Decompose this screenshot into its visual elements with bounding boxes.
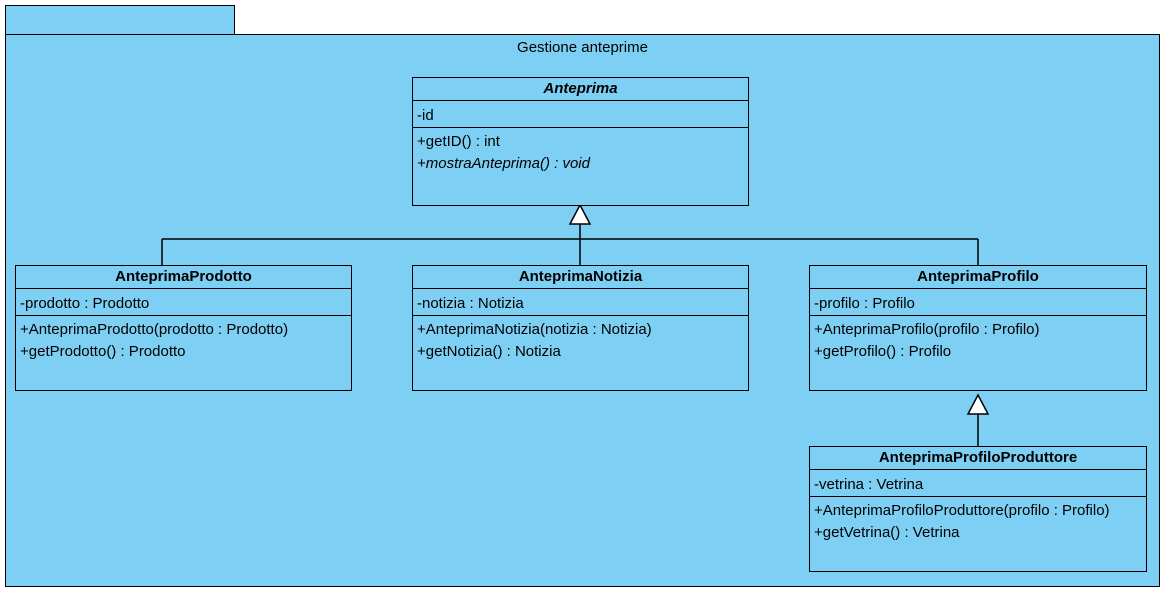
operation: +getProfilo() : Profilo xyxy=(814,343,952,360)
operation: +AnteprimaProfilo(profilo : Profilo) xyxy=(814,321,1040,338)
class-operations: +AnteprimaNotizia(notizia : Notizia) +ge… xyxy=(413,316,748,363)
class-name: AnteprimaProfilo xyxy=(810,266,1146,289)
class-anteprima-notizia[interactable]: AnteprimaNotizia -notizia : Notizia +Ant… xyxy=(412,265,749,391)
class-anteprima-prodotto[interactable]: AnteprimaProdotto -prodotto : Prodotto +… xyxy=(15,265,352,391)
class-name: AnteprimaProdotto xyxy=(16,266,351,289)
attribute: -notizia : Notizia xyxy=(417,295,524,312)
package-name: Gestione anteprime xyxy=(517,39,648,56)
inheritance-arrow-anteprima xyxy=(568,203,592,225)
attribute: -id xyxy=(417,107,434,124)
class-attributes: -profilo : Profilo xyxy=(810,289,1146,316)
class-anteprima-profilo[interactable]: AnteprimaProfilo -profilo : Profilo +Ant… xyxy=(809,265,1147,391)
class-attributes: -notizia : Notizia xyxy=(413,289,748,316)
class-anteprima-profilo-produttore[interactable]: AnteprimaProfiloProduttore -vetrina : Ve… xyxy=(809,446,1147,572)
operation: +AnteprimaProdotto(prodotto : Prodotto) xyxy=(20,321,289,338)
class-name: AnteprimaProfiloProduttore xyxy=(810,447,1146,470)
attribute: -prodotto : Prodotto xyxy=(20,295,150,312)
inheritance-arrow-profilo xyxy=(966,393,990,415)
operation: +AnteprimaProfiloProduttore(profilo : Pr… xyxy=(814,502,1110,519)
class-operations: +AnteprimaProfiloProduttore(profilo : Pr… xyxy=(810,497,1146,544)
class-operations: +AnteprimaProdotto(prodotto : Prodotto) … xyxy=(16,316,351,363)
operation: +getVetrina() : Vetrina xyxy=(814,524,960,541)
class-name: AnteprimaNotizia xyxy=(413,266,748,289)
operation: +mostraAnteprima() : void xyxy=(417,155,590,172)
attribute: -vetrina : Vetrina xyxy=(814,476,924,493)
class-operations: +AnteprimaProfilo(profilo : Profilo) +ge… xyxy=(810,316,1146,363)
operation: +getID() : int xyxy=(417,133,500,150)
class-attributes: -id xyxy=(413,101,748,128)
class-anteprima[interactable]: Anteprima -id +getID() : int +mostraAnte… xyxy=(412,77,749,206)
class-operations: +getID() : int +mostraAnteprima() : void xyxy=(413,128,748,175)
operation: +AnteprimaNotizia(notizia : Notizia) xyxy=(417,321,652,338)
class-attributes: -vetrina : Vetrina xyxy=(810,470,1146,497)
operation: +getProdotto() : Prodotto xyxy=(20,343,186,360)
class-attributes: -prodotto : Prodotto xyxy=(16,289,351,316)
attribute: -profilo : Profilo xyxy=(814,295,915,312)
operation: +getNotizia() : Notizia xyxy=(417,343,561,360)
class-name: Anteprima xyxy=(413,78,748,101)
